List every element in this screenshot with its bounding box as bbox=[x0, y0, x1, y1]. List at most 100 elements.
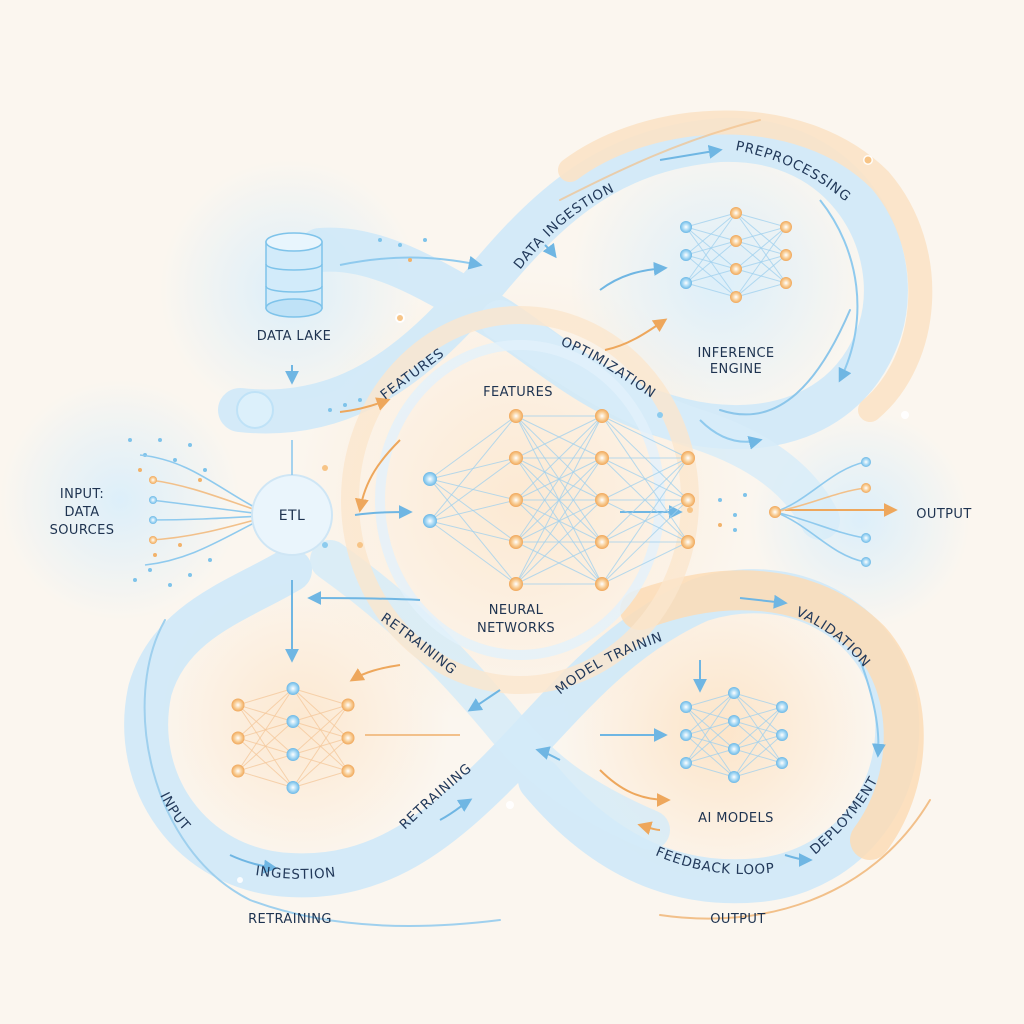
neural-node bbox=[286, 748, 300, 761]
neural-edge bbox=[733, 706, 783, 778]
neural-edge bbox=[685, 268, 737, 284]
neural-edge bbox=[735, 282, 787, 298]
neural-node bbox=[681, 451, 695, 465]
neural-edge bbox=[601, 457, 689, 585]
input-label-1: INPUT: bbox=[60, 487, 104, 502]
inference-label-1: INFERENCE bbox=[697, 346, 774, 361]
inference-label-2: ENGINE bbox=[710, 362, 762, 377]
neural-edge bbox=[735, 226, 787, 242]
neural-edge bbox=[429, 520, 517, 543]
neural-node bbox=[680, 249, 692, 261]
neural-node bbox=[780, 221, 792, 233]
neural-node bbox=[509, 577, 523, 591]
neural-node bbox=[776, 757, 788, 769]
neural-network-icon bbox=[423, 409, 695, 591]
neural-edge bbox=[601, 415, 689, 459]
neural-edge bbox=[601, 457, 689, 543]
neural-node bbox=[341, 731, 355, 745]
output-bottom-label: OUTPUT bbox=[710, 912, 765, 927]
neural-edge bbox=[292, 688, 349, 706]
neural-edge bbox=[733, 706, 783, 750]
neural-node bbox=[680, 729, 692, 741]
neural-edge bbox=[515, 415, 603, 543]
neural-node bbox=[780, 249, 792, 261]
neural-label-1: NEURAL bbox=[489, 603, 544, 618]
data-particles bbox=[128, 155, 909, 883]
flow-bands bbox=[124, 110, 933, 927]
node-labels: DATA LAKE ETL INPUT: DATA SOURCES FEATUR… bbox=[50, 329, 972, 927]
neural-edge bbox=[515, 499, 603, 585]
neural-edge bbox=[237, 688, 294, 739]
neural-node bbox=[286, 682, 300, 695]
neural-edge bbox=[237, 688, 294, 772]
neural-edge bbox=[601, 499, 689, 585]
neural-edge bbox=[685, 240, 737, 284]
neural-edge bbox=[237, 688, 294, 706]
neural-edge bbox=[685, 692, 735, 764]
neural-node bbox=[680, 221, 692, 233]
neural-edge bbox=[515, 541, 603, 585]
retraining-bottom-label: RETRAINING bbox=[248, 912, 332, 927]
neural-edge bbox=[429, 415, 517, 480]
neural-edge bbox=[733, 706, 783, 722]
input-fan bbox=[139, 454, 263, 566]
neural-edge bbox=[237, 770, 294, 788]
neural-node bbox=[595, 451, 609, 465]
neural-node bbox=[728, 743, 740, 755]
neural-node bbox=[728, 771, 740, 783]
neural-edge bbox=[601, 457, 689, 501]
input-label-2: DATA bbox=[64, 505, 99, 520]
neural-node bbox=[595, 577, 609, 591]
output-right-label: OUTPUT bbox=[916, 507, 971, 522]
database-icon bbox=[265, 232, 323, 318]
neural-edge bbox=[685, 212, 737, 256]
neural-edge bbox=[292, 704, 349, 788]
neural-edge bbox=[429, 499, 517, 522]
neural-node bbox=[286, 715, 300, 728]
neural-label-2: NETWORKS bbox=[477, 621, 555, 636]
neural-network-icon bbox=[680, 687, 788, 783]
neural-node bbox=[595, 535, 609, 549]
neural-node bbox=[780, 277, 792, 289]
neural-node bbox=[595, 493, 609, 507]
neural-edge bbox=[685, 720, 735, 764]
etl-label: ETL bbox=[279, 508, 305, 524]
features-center-label: FEATURES bbox=[483, 385, 553, 400]
neural-node bbox=[423, 472, 437, 486]
neural-edge bbox=[685, 692, 735, 708]
neural-node bbox=[730, 291, 742, 303]
neural-node bbox=[231, 698, 245, 712]
neural-node bbox=[728, 687, 740, 699]
neural-edge bbox=[685, 692, 735, 736]
neural-edge bbox=[515, 457, 603, 585]
neural-edge bbox=[292, 770, 349, 788]
neural-edge bbox=[292, 704, 349, 722]
output-fan bbox=[769, 457, 871, 567]
neural-node bbox=[286, 781, 300, 794]
neural-edge bbox=[735, 254, 787, 298]
flow-arrows bbox=[229, 144, 898, 874]
neural-node bbox=[728, 715, 740, 727]
neural-node bbox=[776, 729, 788, 741]
neural-edge bbox=[735, 226, 787, 270]
neural-node bbox=[730, 235, 742, 247]
neural-node bbox=[341, 698, 355, 712]
neural-edge bbox=[685, 212, 737, 284]
band-ingestion: INGESTION bbox=[255, 863, 337, 883]
neural-node bbox=[681, 493, 695, 507]
neural-node bbox=[423, 514, 437, 528]
neural-node bbox=[730, 263, 742, 275]
neural-node bbox=[730, 207, 742, 219]
neural-node bbox=[681, 535, 695, 549]
neural-edge bbox=[292, 704, 349, 755]
neural-edge bbox=[685, 212, 737, 228]
neural-edge bbox=[735, 226, 787, 298]
neural-node bbox=[231, 764, 245, 778]
neural-edge bbox=[685, 748, 735, 764]
neural-edge bbox=[601, 541, 689, 585]
neural-edge bbox=[733, 692, 783, 708]
neural-edge bbox=[429, 415, 517, 522]
neural-node bbox=[776, 701, 788, 713]
neural-edge bbox=[685, 762, 735, 778]
